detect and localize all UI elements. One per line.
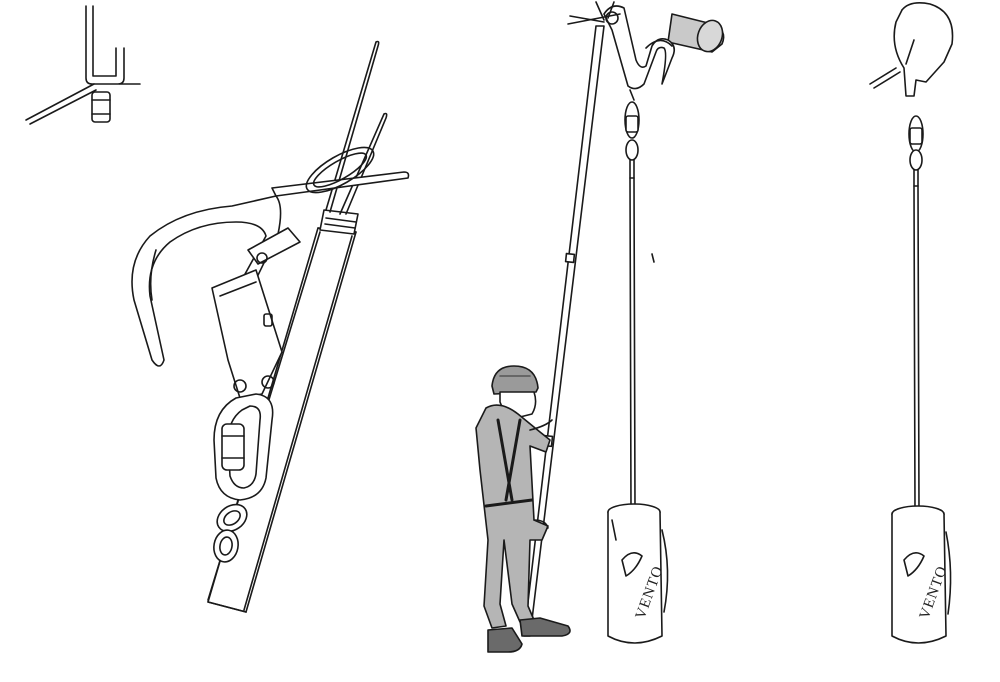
- telescopic-pole: [524, 26, 604, 636]
- installation-hook: [568, 2, 674, 89]
- rope-bag-installed: VENTO: [892, 506, 951, 643]
- hook-detail-panel: [132, 42, 409, 613]
- installed-lanyard: [909, 116, 923, 510]
- installation-panel: VENTO: [476, 2, 727, 652]
- fork-tip: [272, 42, 409, 215]
- lanyard-rope: [625, 90, 654, 510]
- installed-panel: VENTO: [870, 3, 953, 643]
- rope-bag-installation: VENTO: [608, 504, 668, 643]
- beam-cylinder: [668, 14, 727, 55]
- large-hook: [132, 196, 300, 398]
- installed-hook: [870, 3, 953, 96]
- rod-tip-inset-icon: [26, 6, 140, 124]
- carabiner: [214, 394, 273, 500]
